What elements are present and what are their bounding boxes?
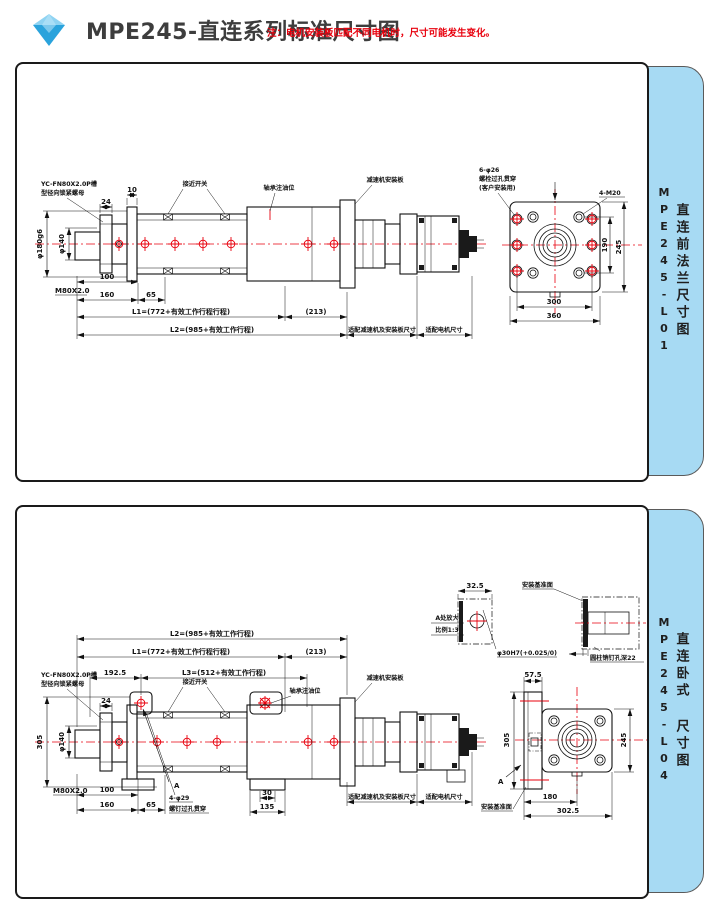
- side-view: [35, 691, 489, 791]
- label-section-mark-side: A: [174, 782, 180, 790]
- dim-160: 160: [100, 801, 115, 809]
- tab-mpe245-l01: MPE245-L01 直连前法兰尺寸图: [644, 66, 704, 476]
- dim-300: 300: [547, 298, 562, 306]
- label-screw-holes-line2: 螺钉过孔贯穿: [169, 805, 206, 813]
- dim-360: 360: [547, 312, 562, 320]
- flange-view: 6-φ26 螺栓过孔贯穿 (客户安装用) 4-M20 190 245 300 3…: [479, 167, 642, 325]
- label-detail-scale: 比例1:3: [435, 626, 458, 634]
- tab2-code: MPE245-L04: [657, 616, 671, 786]
- dim-302-5: 302.5: [557, 807, 579, 815]
- dim-100: 100: [100, 786, 115, 794]
- label-proximity-switch: 接近开关: [183, 678, 209, 686]
- dim-213: (213): [305, 648, 326, 656]
- label-lock-nut-line2: 型径向锁紧螺母: [41, 680, 84, 688]
- label-reducer-plate: 减速机安装板: [366, 674, 404, 682]
- label-reducer-plate: 减速机安装板: [366, 176, 404, 184]
- label-tap-holes: 4-M20: [599, 190, 621, 197]
- dim-30: 30: [262, 789, 272, 797]
- label-fit-motor: 适配电机尺寸: [425, 326, 463, 334]
- dim-245: 245: [615, 240, 623, 255]
- panel-front-flange-drawing: YC-FN80X2.0P槽 型径向锁紧螺母 接近开关 轴承注油位 减速机安装板 …: [15, 62, 649, 482]
- dim-24: 24: [101, 198, 111, 206]
- dim-l2: L2=(985+有效工作行程): [170, 629, 254, 638]
- label-section-mark-flange: A: [498, 778, 504, 786]
- dim-100: 100: [100, 273, 115, 281]
- tab1-name: 直连前法兰尺寸图: [673, 203, 689, 339]
- label-lock-nut-line1: YC-FN80X2.0P槽: [40, 671, 98, 679]
- dim-65: 65: [146, 801, 156, 809]
- dim-305-side: 305: [36, 735, 44, 750]
- dim-phi140: φ140: [58, 234, 66, 254]
- dim-l1: L1=(772+有效工作行程行程): [132, 647, 230, 656]
- dim-24: 24: [101, 697, 111, 705]
- label-through-holes-line1: 6-φ26: [479, 167, 499, 174]
- callout-labels: YC-FN80X2.0P槽 型径向锁紧螺母 接近开关 轴承注油位 减速机安装板 …: [40, 671, 404, 814]
- dim-l1: L1=(772+有效工作行程行程): [132, 307, 230, 316]
- drawing-front-flange: YC-FN80X2.0P槽 型径向锁紧螺母 接近开关 轴承注油位 减速机安装板 …: [35, 167, 642, 339]
- note-text: 注：电机安装板匹配不同电机时，尺寸可能发生变化。: [267, 28, 496, 39]
- left-bottom-dims: 305 φ140 M80X2.0 100 160 65 30 135 适配减速机…: [36, 696, 473, 816]
- dim-phi180: φ180g6: [36, 229, 44, 259]
- label-fit-motor: 适配电机尺寸: [425, 793, 463, 801]
- top-dims: L2=(985+有效工作行程) L1=(772+有效工作行程行程) (213) …: [76, 629, 348, 727]
- label-pin-hole: 圆柱销钉孔深22: [590, 654, 636, 662]
- tab1-code: MPE245-L01: [657, 186, 671, 356]
- diamond-icon: [33, 14, 65, 46]
- dim-135: 135: [260, 803, 275, 811]
- dim-thread-m80: M80X2.0: [53, 787, 88, 795]
- flange-view: 57.5 305 245 180 302.5 A 安装基准面: [481, 671, 647, 820]
- bottom-dims: 100 160 65 L1=(772+有效工作行程行程) (213) L2=(9…: [76, 273, 473, 339]
- dim-305-flange: 305: [503, 733, 511, 748]
- pin-hole-detail-view: 安装基准面 圆柱销钉孔深22: [522, 581, 646, 663]
- dim-245: 245: [620, 733, 628, 748]
- label-bearing-oil: 轴承注油位: [264, 184, 296, 192]
- dim-57-5: 57.5: [524, 671, 541, 679]
- dim-phi140: φ140: [58, 732, 66, 752]
- label-fit-reducer: 适配减速机及安装板尺寸: [348, 326, 417, 334]
- tab-mpe245-l04: MPE245-L04 直连卧式 尺寸图: [644, 509, 704, 893]
- drawing-horizontal-mount: YC-FN80X2.0P槽 型径向锁紧螺母 接近开关 轴承注油位 减速机安装板 …: [35, 581, 647, 820]
- dim-10: 10: [127, 186, 137, 194]
- dim-160: 160: [100, 291, 115, 299]
- label-lock-nut-line2: 型径向锁紧螺母: [41, 189, 84, 197]
- label-datum-top: 安装基准面: [522, 581, 553, 589]
- dim-180: 180: [543, 793, 558, 801]
- dim-thread-m80: M80X2.0: [55, 287, 90, 295]
- label-screw-holes-line1: 4-φ29: [169, 795, 189, 802]
- label-detail-name: A处放大: [435, 614, 459, 622]
- upper-dims: 24 10 φ180g6 φ140 M80X2.0: [36, 186, 138, 296]
- dim-l2: L2=(985+有效工作行程): [170, 325, 254, 334]
- tab2-name: 直连卧式 尺寸图: [673, 632, 689, 770]
- label-bearing-oil: 轴承注油位: [290, 687, 322, 695]
- label-datum-bottom: 安装基准面: [481, 803, 512, 811]
- label-through-holes-line3: (客户安装用): [479, 184, 516, 192]
- label-proximity-switch: 接近开关: [183, 180, 209, 188]
- label-lock-nut-line1: YC-FN80X2.0P槽: [40, 180, 98, 188]
- label-fit-reducer: 适配减速机及安装板尺寸: [348, 793, 417, 801]
- detail-a-view: 32.5 φ30H7(+0.025/0) A处放大 比例1:3: [431, 582, 557, 658]
- dim-213: (213): [305, 308, 326, 316]
- callout-labels: YC-FN80X2.0P槽 型径向锁紧螺母 接近开关 轴承注油位 减速机安装板: [40, 176, 404, 223]
- label-detail-bore: φ30H7(+0.025/0): [497, 650, 557, 657]
- dim-192-5: 192.5: [104, 669, 126, 677]
- page-title: MPE245-直连系列标准尺寸图: [86, 20, 401, 45]
- side-view: [35, 199, 489, 289]
- panel-horizontal-mount-drawing: YC-FN80X2.0P槽 型径向锁紧螺母 接近开关 轴承注油位 减速机安装板 …: [15, 505, 649, 899]
- dim-190: 190: [601, 238, 609, 253]
- dim-32-5: 32.5: [466, 582, 483, 590]
- dim-65: 65: [146, 291, 156, 299]
- label-through-holes-line2: 螺栓过孔贯穿: [479, 175, 516, 183]
- dim-l3: L3=(512+有效工作行程): [182, 668, 266, 677]
